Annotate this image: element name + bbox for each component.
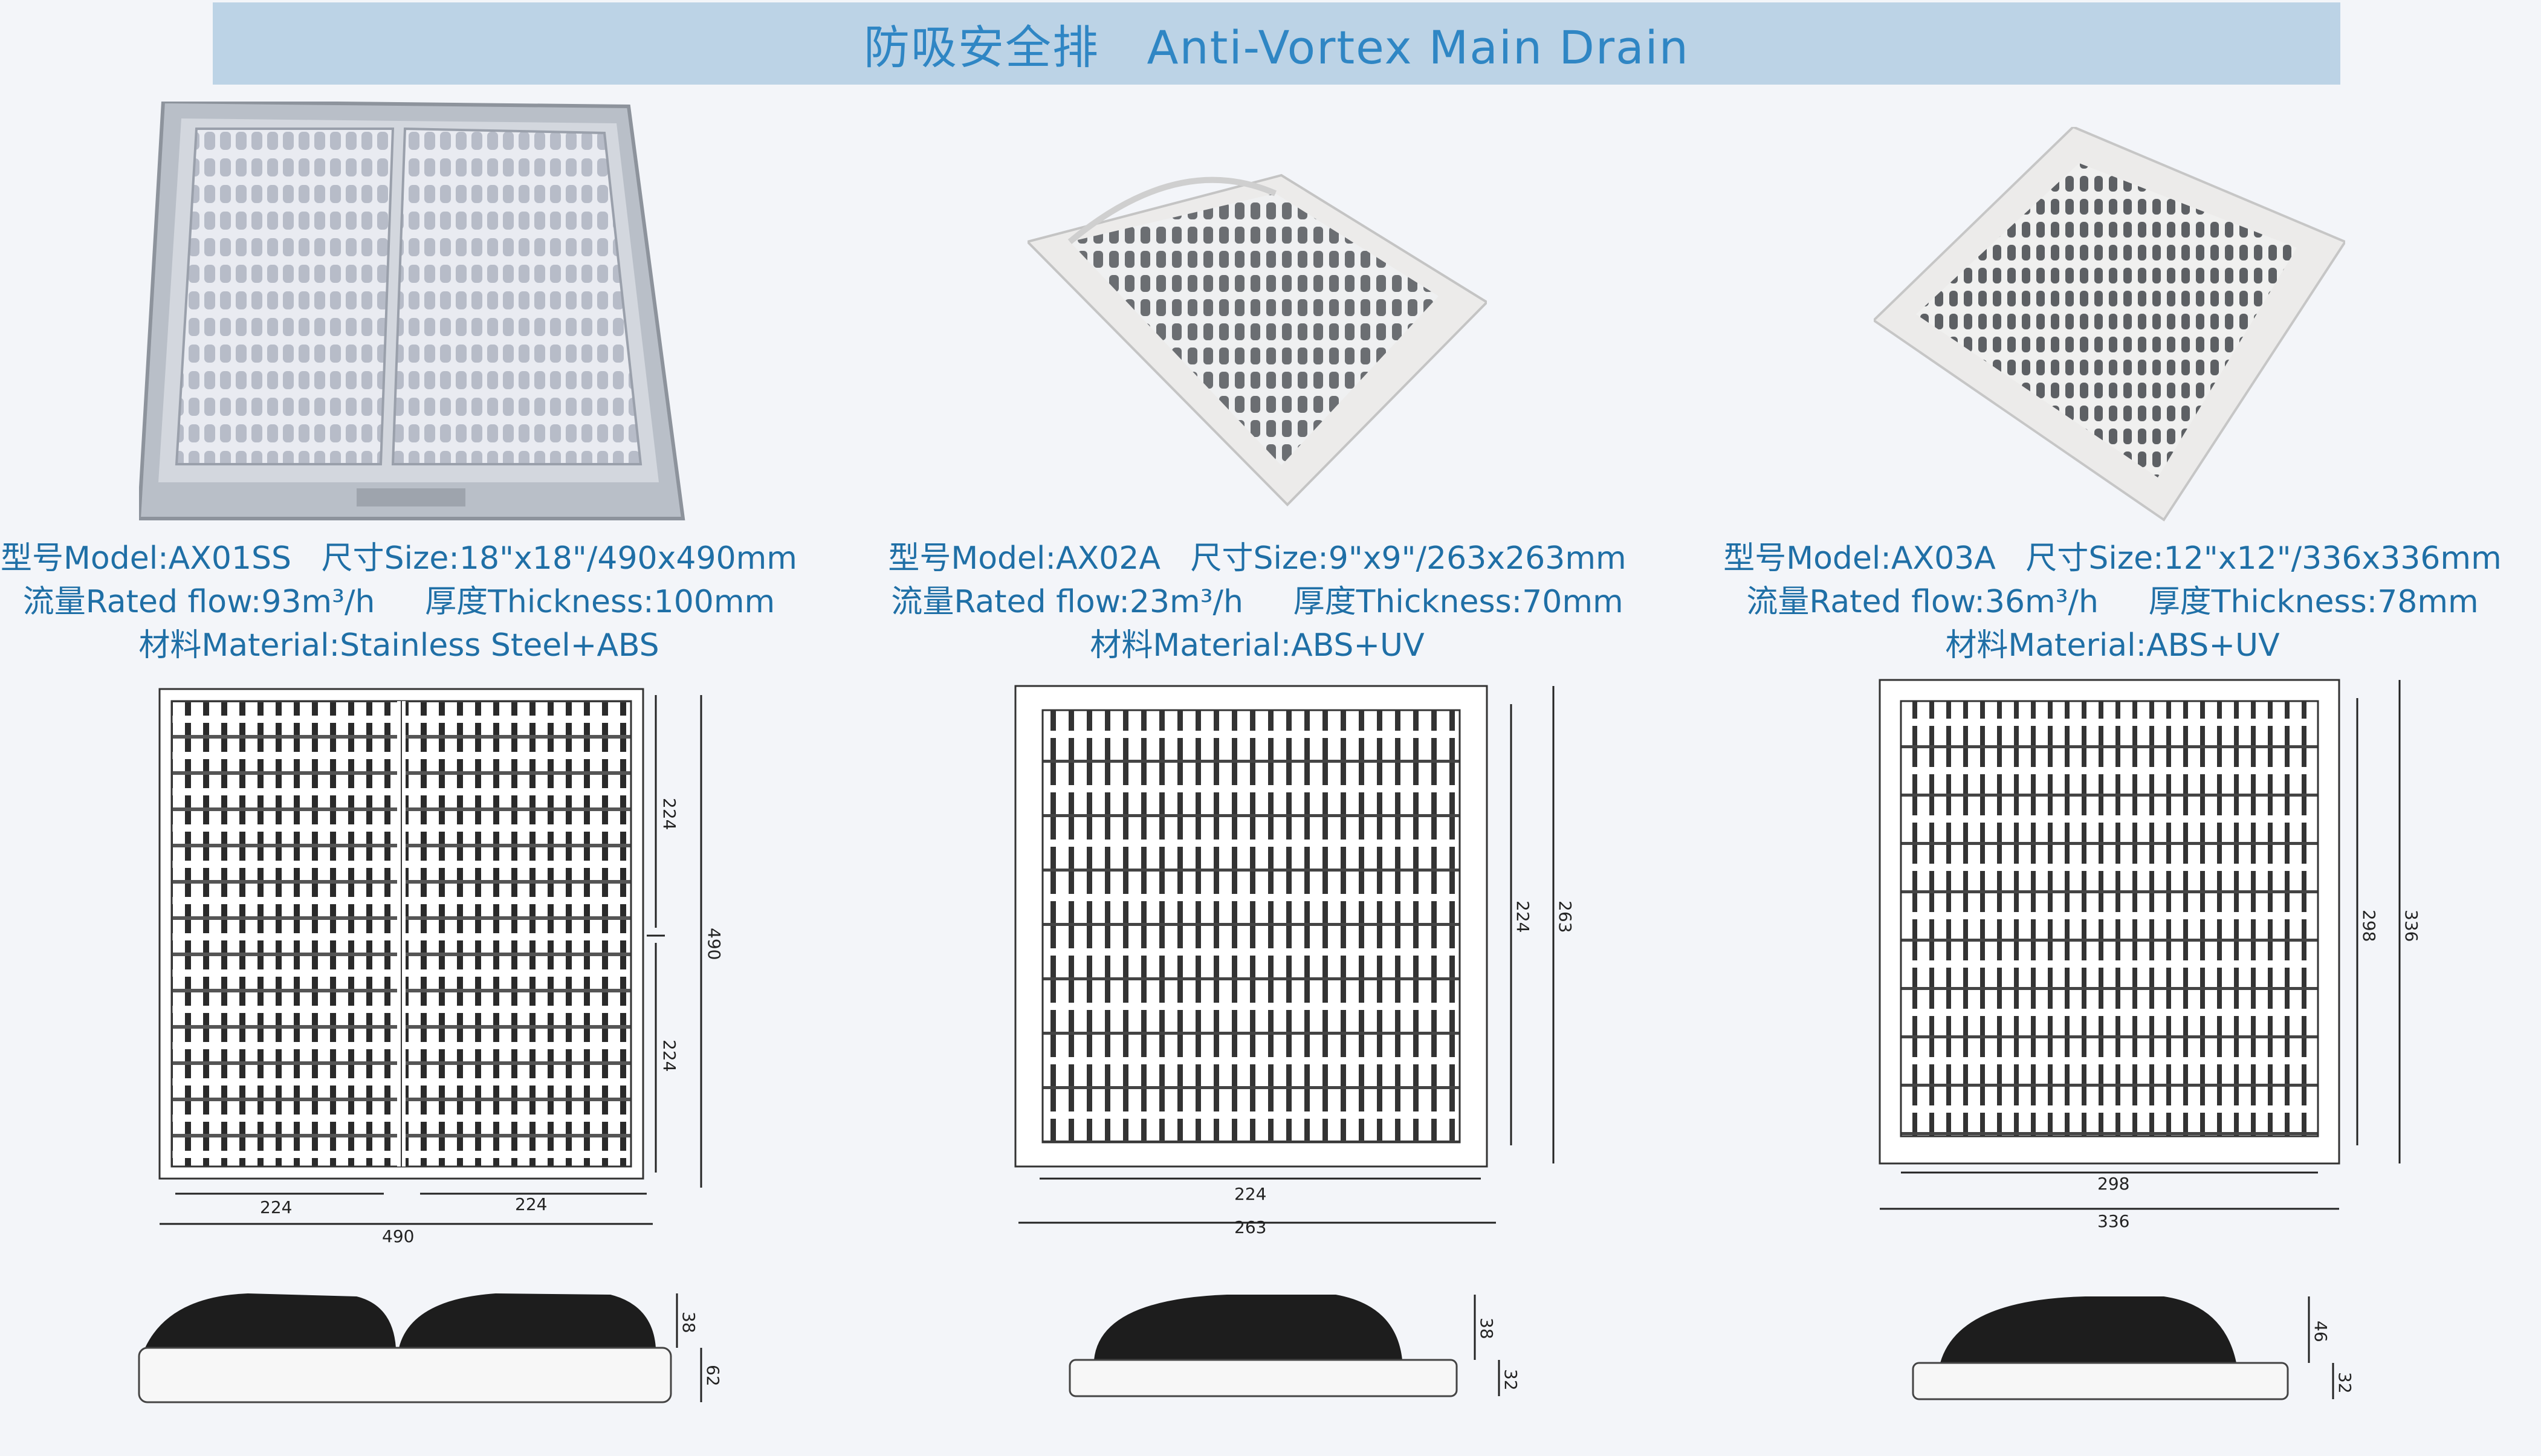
spec-model-size: 型号Model:AX02A 尺寸Size:9"x9"/263x263mm bbox=[888, 540, 1627, 577]
top-view-drawing: 224 263 224 263 bbox=[1014, 685, 1575, 1236]
spec-flow-thickness: 流量Rated flow:36m³/h 厚度Thickness:78mm bbox=[1746, 584, 2479, 620]
dim-side-outer: 336 bbox=[2401, 910, 2421, 942]
spec-model-size: 型号Model:AX01SS 尺寸Size:18"x18"/490x490mm bbox=[1, 540, 797, 577]
profile-dim-a: 38 bbox=[679, 1312, 699, 1333]
title-banner: 防吸安全排 Anti-Vortex Main Drain bbox=[213, 2, 2340, 85]
product-photo-ax02a bbox=[1028, 173, 1487, 506]
dim-side-inner: 298 bbox=[2359, 910, 2379, 942]
dim-bottom-right: 224 bbox=[515, 1194, 547, 1214]
top-view-drawing: 224 224 490 224 224 490 bbox=[158, 688, 724, 1246]
profile-dim-b: 32 bbox=[1501, 1369, 1521, 1391]
product-ax02a: 型号Model:AX02A 尺寸Size:9"x9"/263x263mm 流量R… bbox=[846, 0, 1692, 1456]
dim-bottom-inner: 298 bbox=[2097, 1174, 2129, 1194]
dim-side-outer: 263 bbox=[1555, 901, 1575, 933]
dim-bottom-inner: 224 bbox=[1234, 1184, 1266, 1204]
spec-flow-thickness: 流量Rated flow:93m³/h 厚度Thickness:100mm bbox=[22, 584, 775, 620]
profile-dim-b: 62 bbox=[703, 1365, 723, 1386]
spec-block: 型号Model:AX02A 尺寸Size:9"x9"/263x263mm 流量R… bbox=[846, 537, 1668, 667]
spec-block: 型号Model:AX03A 尺寸Size:12"x12"/336x336mm 流… bbox=[1692, 537, 2533, 667]
spec-material: 材料Material:Stainless Steel+ABS bbox=[138, 627, 659, 664]
product-photo-ax03a bbox=[1874, 127, 2345, 522]
dim-top-upper: 224 bbox=[659, 798, 679, 830]
profile-dim-a: 46 bbox=[2311, 1321, 2331, 1342]
dim-bottom-total: 490 bbox=[382, 1226, 414, 1246]
top-view-drawing: 298 336 298 336 bbox=[1879, 679, 2421, 1231]
product-ax01ss: 型号Model:AX01SS 尺寸Size:18"x18"/490x490mm … bbox=[0, 0, 846, 1456]
dim-bottom-outer: 263 bbox=[1234, 1217, 1266, 1236]
profile-dim-a: 38 bbox=[1477, 1318, 1497, 1339]
dim-side-inner: 224 bbox=[1513, 901, 1533, 933]
product-photo-ax01ss bbox=[139, 102, 685, 520]
spec-flow-thickness: 流量Rated flow:23m³/h 厚度Thickness:70mm bbox=[891, 584, 1623, 620]
spec-material: 材料Material:ABS+UV bbox=[1090, 627, 1425, 664]
dim-bottom-outer: 336 bbox=[2097, 1211, 2129, 1231]
product-ax03a: 型号Model:AX03A 尺寸Size:12"x12"/336x336mm 流… bbox=[1692, 0, 2539, 1456]
spec-material: 材料Material:ABS+UV bbox=[1945, 627, 2280, 664]
spec-block: 型号Model:AX01SS 尺寸Size:18"x18"/490x490mm … bbox=[0, 537, 798, 667]
profile-drawing: 38 32 bbox=[1069, 1295, 1521, 1397]
profile-dim-b: 32 bbox=[2335, 1372, 2355, 1394]
dim-top-total: 490 bbox=[704, 928, 724, 960]
profile-drawing: 38 62 bbox=[138, 1293, 723, 1403]
dim-top-lower: 224 bbox=[659, 1040, 679, 1072]
spec-model-size: 型号Model:AX03A 尺寸Size:12"x12"/336x336mm bbox=[1723, 540, 2502, 577]
page-title: 防吸安全排 Anti-Vortex Main Drain bbox=[864, 21, 1689, 74]
dim-bottom-left: 224 bbox=[260, 1197, 292, 1217]
profile-drawing: 46 32 bbox=[1912, 1296, 2355, 1400]
